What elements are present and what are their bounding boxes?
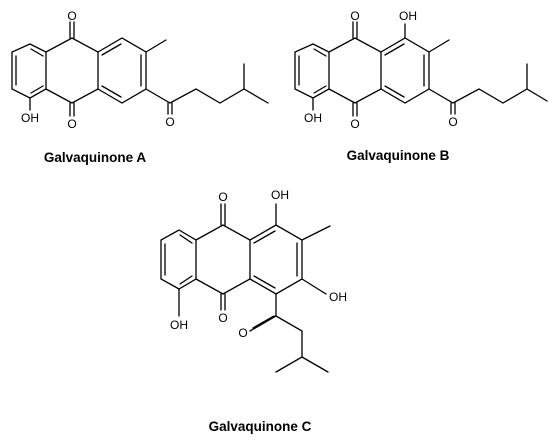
atom-label-oh: OH [329, 290, 347, 304]
structure-galvaquinone-a: O O OH O Galvaquinone A [11, 9, 269, 165]
atom-label-oh: OH [304, 111, 322, 125]
molecule-caption: Galvaquinone A [44, 150, 147, 165]
atom-label-oh: OH [271, 188, 289, 202]
atom-label-oh: OH [399, 9, 417, 23]
atom-label-o: O [67, 117, 76, 131]
molecule-caption: Galvaquinone B [347, 148, 450, 163]
atom-label-o: O [165, 115, 174, 129]
atom-label-o: O [350, 9, 359, 23]
atom-label-o: O [67, 9, 76, 23]
bonds-galvaquinone-a [11, 21, 269, 117]
molecule-caption: Galvaquinone C [209, 419, 312, 434]
atom-label-oh: OH [21, 111, 39, 125]
atom-label-oh: OH [170, 318, 188, 332]
bonds-galvaquinone-b [294, 21, 548, 117]
structure-galvaquinone-b: O O OH OH O Galvaquinone B [294, 9, 548, 163]
atom-label-o: O [238, 326, 247, 340]
atom-label-o: O [218, 190, 227, 204]
atom-label-o: O [448, 115, 457, 129]
bonds-galvaquinone-c [160, 203, 331, 373]
atom-label-o: O [350, 117, 359, 131]
atom-label-o: O [218, 311, 227, 325]
structure-galvaquinone-c: O O OH OH OH O Galvaquinone C [160, 188, 347, 434]
